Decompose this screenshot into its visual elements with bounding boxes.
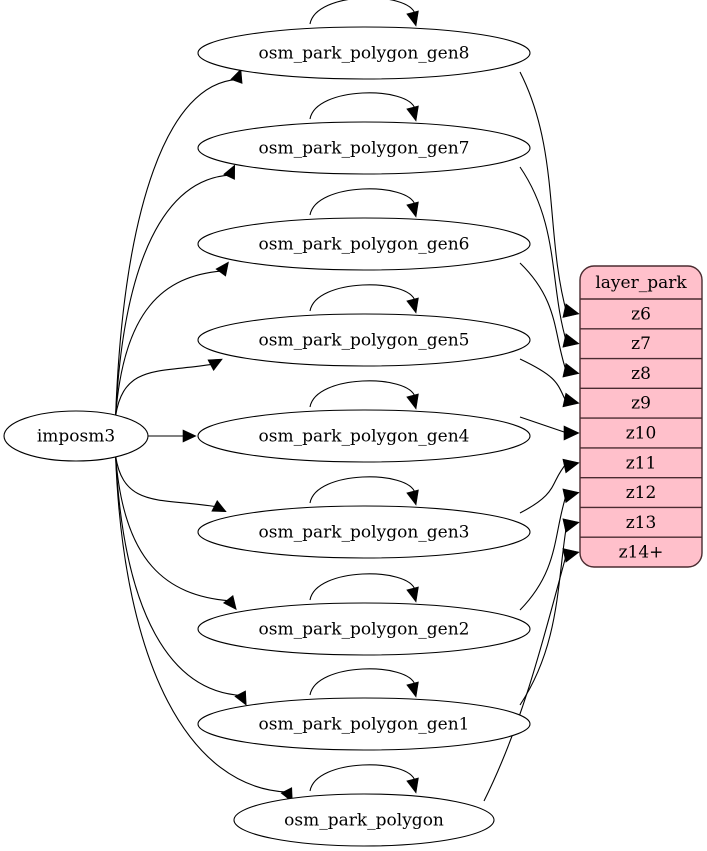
edge-gen1-to-z13	[519, 522, 568, 706]
node-label-gen1: osm_park_polygon_gen1	[259, 715, 470, 735]
arrowhead-gen3-to-z11	[562, 458, 580, 474]
node-label-gen7: osm_park_polygon_gen7	[259, 139, 470, 159]
edge-imposm3-to-gen3	[115, 455, 217, 508]
node-gen3[interactable]	[197, 505, 531, 559]
arrowhead-self-loop-gen6	[406, 201, 419, 218]
edge-gen8-to-z6	[519, 71, 568, 315]
node-gen7[interactable]	[197, 121, 531, 175]
node-gen6[interactable]	[197, 217, 531, 271]
arrowhead-self-loop-gen2	[406, 586, 419, 603]
edges-layer	[115, 68, 580, 803]
arrowhead-gen7-to-z7	[562, 333, 580, 348]
node-label-gen8: osm_park_polygon_gen8	[259, 44, 470, 64]
table-row-z11[interactable]: z11	[626, 453, 657, 473]
arrowhead-gen4-to-z10	[563, 425, 580, 441]
arrowhead-self-loop-gen5	[406, 297, 419, 314]
table-row-z9[interactable]: z9	[631, 394, 651, 414]
node-gen2[interactable]	[197, 602, 531, 656]
arrowhead-gen2-to-z12	[562, 488, 580, 504]
self-loop-base	[309, 764, 416, 792]
table-row-z12[interactable]: z12	[626, 483, 657, 503]
layer-park-box[interactable]	[579, 265, 703, 568]
edge-gen4-to-z10	[519, 416, 568, 434]
node-gen4[interactable]	[197, 409, 531, 463]
edge-imposm3-to-gen8	[115, 78, 238, 417]
node-label-gen2: osm_park_polygon_gen2	[259, 620, 470, 640]
arrowhead-imposm3-to-gen3	[211, 499, 227, 513]
node-gen1[interactable]	[197, 697, 531, 751]
self-loop-gen7	[309, 92, 416, 120]
layer-park-table[interactable]: layer_park z6 z7 z8 z9 z10 z11 z12 z13 z14+	[579, 265, 703, 568]
edge-imposm3-to-gen6	[115, 270, 223, 417]
arrowhead-self-loop-gen3	[406, 489, 419, 506]
edge-gen6-to-z8	[519, 262, 568, 374]
edge-gen3-to-z11	[519, 462, 568, 514]
arrowhead-imposm3-to-gen6	[215, 261, 229, 277]
edge-gen2-to-z12	[519, 492, 568, 611]
arrowhead-gen1-to-z13	[562, 518, 580, 533]
self-loop-gen3	[309, 476, 416, 504]
node-gen8[interactable]	[197, 26, 531, 80]
arrowhead-imposm3-to-gen8	[230, 68, 243, 84]
node-label-imposm3: imposm3	[37, 427, 115, 447]
layer-park-title: layer_park	[595, 273, 687, 293]
arrowhead-imposm3-to-gen1	[234, 690, 247, 706]
node-imposm3[interactable]	[3, 410, 149, 462]
table-row-z7[interactable]: z7	[631, 334, 651, 354]
edge-imposm3-to-gen1	[115, 455, 242, 696]
edge-base-to-z14plus	[483, 551, 568, 802]
edge-gen5-to-z9	[519, 358, 568, 404]
table-row-z8[interactable]: z8	[631, 364, 651, 384]
arrowhead-self-loop-gen1	[406, 681, 419, 698]
arrowhead-gen8-to-z6	[562, 303, 580, 318]
arrowhead-base-to-z14plus	[562, 548, 580, 563]
arrowhead-self-loop-base	[406, 777, 419, 794]
node-label-gen6: osm_park_polygon_gen6	[259, 235, 470, 255]
arrowhead-imposm3-to-gen7	[223, 164, 236, 180]
arrowhead-imposm3-to-gen4	[182, 429, 197, 443]
node-label-gen3: osm_park_polygon_gen3	[259, 523, 470, 543]
table-row-z6[interactable]: z6	[631, 304, 651, 324]
self-loop-gen6	[309, 188, 416, 216]
node-label-gen5: osm_park_polygon_gen5	[259, 331, 470, 351]
node-label-gen4: osm_park_polygon_gen4	[259, 427, 470, 447]
node-gen5[interactable]	[197, 313, 531, 367]
self-loop-gen2	[309, 573, 416, 601]
arrowhead-gen6-to-z8	[562, 362, 580, 378]
nodes-layer: osm_park_polygon_gen8 osm_park_polygon_ge…	[3, 26, 531, 847]
self-loop-gen1	[309, 668, 416, 696]
edge-imposm3-to-gen2	[115, 455, 230, 602]
table-row-z13[interactable]: z13	[626, 513, 657, 533]
table-row-z10[interactable]: z10	[626, 424, 657, 444]
self-loops-layer	[309, 0, 419, 794]
self-loop-gen4	[309, 380, 416, 408]
self-loop-gen5	[309, 284, 416, 312]
node-base[interactable]	[233, 793, 495, 847]
table-row-z14plus[interactable]: z14+	[619, 543, 664, 563]
arrowhead-imposm3-to-gen2	[222, 594, 237, 611]
edge-imposm3-to-base	[115, 455, 288, 793]
node-label-base: osm_park_polygon	[284, 811, 444, 831]
edge-gen7-to-z7	[519, 166, 568, 344]
edge-imposm3-to-gen7	[115, 174, 231, 417]
edge-imposm3-to-gen5	[115, 363, 213, 417]
arrowhead-imposm3-to-gen5	[207, 358, 223, 372]
arrowhead-gen5-to-z9	[562, 392, 580, 408]
arrowhead-self-loop-gen4	[406, 393, 419, 410]
arrowhead-self-loop-gen8	[406, 10, 419, 27]
self-loop-gen8	[309, 0, 416, 25]
arrowhead-self-loop-gen7	[406, 105, 419, 122]
